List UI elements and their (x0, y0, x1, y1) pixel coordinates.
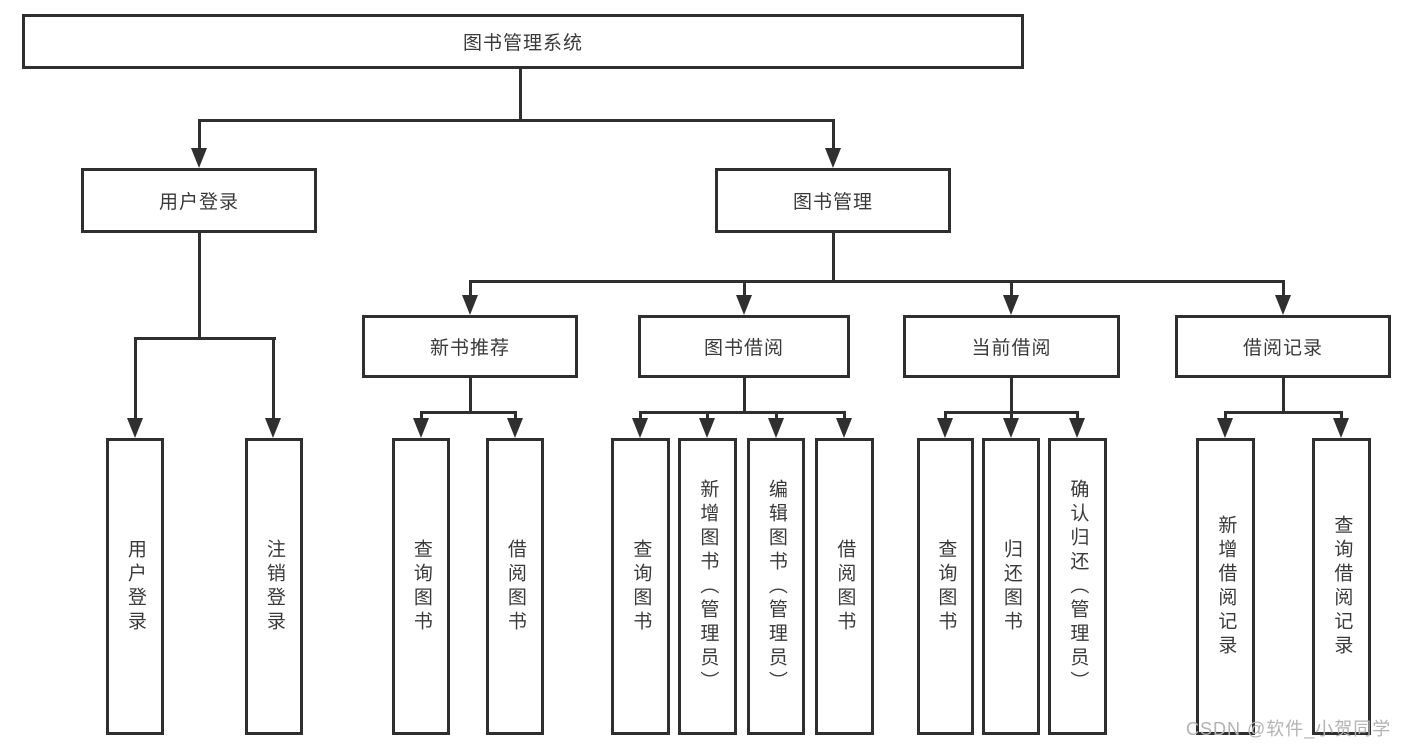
connector-drop-new (469, 280, 472, 300)
leaf-add-book-admin: 新增图书（管理员） (678, 438, 737, 735)
leaf-add-borrow-record: 新增借阅记录 (1196, 438, 1255, 735)
connector-drop-query-current (944, 411, 947, 423)
arrow-down-icon (1275, 295, 1291, 315)
connector-mgmt-stem (832, 233, 835, 283)
connector-drop-return-book (1010, 411, 1013, 423)
arrow-down-icon (1069, 418, 1085, 438)
leaf-borrow-book-label: 借阅图书 (834, 538, 856, 635)
leaf-logout: 注销登录 (245, 438, 303, 735)
arrow-down-icon (265, 418, 281, 438)
leaf-confirm-return-admin-label: 确认归还（管理员） (1067, 478, 1089, 695)
connector-records-stem (1282, 378, 1285, 411)
leaf-query-borrow-record-label: 查询借阅记录 (1331, 514, 1353, 659)
connector-drop-current (1010, 280, 1013, 300)
leaf-query-books-recommend-label: 查询图书 (410, 538, 432, 635)
connector-drop-records (1282, 280, 1285, 300)
node-current-borrowing: 当前借阅 (903, 315, 1120, 378)
node-new-book-recommend: 新书推荐 (362, 315, 578, 378)
leaf-return-book: 归还图书 (982, 438, 1040, 735)
leaf-logout-label: 注销登录 (263, 538, 285, 635)
connector-drop-login (198, 119, 201, 151)
connector-records-rail (1224, 411, 1343, 414)
node-book-management-branch: 图书管理 (715, 168, 951, 233)
csdn-watermark: CSDN @软件_小贺同学 (1186, 719, 1392, 739)
connector-new-rail (420, 411, 517, 414)
leaf-query-books-borrowing-label: 查询图书 (630, 538, 652, 635)
leaf-edit-book-admin-label: 编辑图书（管理员） (765, 478, 787, 695)
arrow-down-icon (462, 295, 478, 315)
leaf-borrow-book: 借阅图书 (815, 438, 874, 735)
leaf-query-books-recommend: 查询图书 (392, 438, 450, 735)
connector-borrow-stem (743, 378, 746, 411)
arrow-down-icon (937, 418, 953, 438)
connector-drop-borrow-new (514, 411, 517, 423)
leaf-add-borrow-record-label: 新增借阅记录 (1215, 514, 1237, 659)
leaf-add-book-admin-label: 新增图书（管理员） (697, 478, 719, 695)
arrow-down-icon (768, 418, 784, 438)
connector-drop-mgmt (832, 119, 835, 151)
node-library-management-system: 图书管理系统 (22, 14, 1024, 69)
connector-drop-query-borrow (639, 411, 642, 423)
leaf-user-login: 用户登录 (106, 438, 164, 735)
connector-login-rail (134, 337, 276, 340)
arrow-down-icon (1003, 295, 1019, 315)
connector-drop-edit-book (775, 411, 778, 423)
connector-mgmt-rail (469, 280, 1285, 283)
leaf-query-borrow-record: 查询借阅记录 (1312, 438, 1371, 735)
arrow-down-icon (1333, 418, 1349, 438)
leaf-edit-book-admin: 编辑图书（管理员） (747, 438, 805, 735)
leaf-query-books-current: 查询图书 (917, 438, 974, 735)
arrow-down-icon (191, 148, 207, 168)
connector-drop-query-new (420, 411, 423, 423)
node-user-login-branch: 用户登录 (81, 168, 317, 233)
arrow-down-icon (1003, 418, 1019, 438)
connector-drop-add-book (706, 411, 709, 423)
leaf-return-book-label: 归还图书 (1000, 538, 1022, 635)
arrow-down-icon (825, 148, 841, 168)
connector-root-rail (198, 119, 835, 122)
arrow-down-icon (736, 295, 752, 315)
connector-drop-confirm (1076, 411, 1079, 423)
leaf-query-books-current-label: 查询图书 (935, 538, 957, 635)
connector-drop-logout (272, 337, 275, 423)
node-borrowing-records: 借阅记录 (1175, 315, 1391, 378)
connector-drop-borrow (743, 280, 746, 300)
connector-login-stem (198, 233, 201, 340)
arrow-down-icon (632, 418, 648, 438)
arrow-down-icon (836, 418, 852, 438)
connector-current-stem (1010, 378, 1013, 411)
leaf-confirm-return-admin: 确认归还（管理员） (1048, 438, 1107, 735)
node-book-borrowing: 图书借阅 (638, 315, 850, 378)
leaf-query-books-borrowing: 查询图书 (611, 438, 670, 735)
leaf-user-login-label: 用户登录 (124, 538, 146, 635)
arrow-down-icon (507, 418, 523, 438)
connector-drop-add-record (1224, 411, 1227, 423)
connector-borrow-rail (639, 411, 846, 414)
connector-drop-borrow-book (843, 411, 846, 423)
arrow-down-icon (1217, 418, 1233, 438)
connector-root-stem (519, 69, 522, 119)
connector-new-stem (469, 378, 472, 411)
connector-drop-user-login (134, 337, 137, 423)
connector-drop-query-record (1340, 411, 1343, 423)
arrow-down-icon (413, 418, 429, 438)
leaf-borrow-books-recommend: 借阅图书 (486, 438, 544, 735)
leaf-borrow-books-recommend-label: 借阅图书 (504, 538, 526, 635)
arrow-down-icon (127, 418, 143, 438)
arrow-down-icon (699, 418, 715, 438)
